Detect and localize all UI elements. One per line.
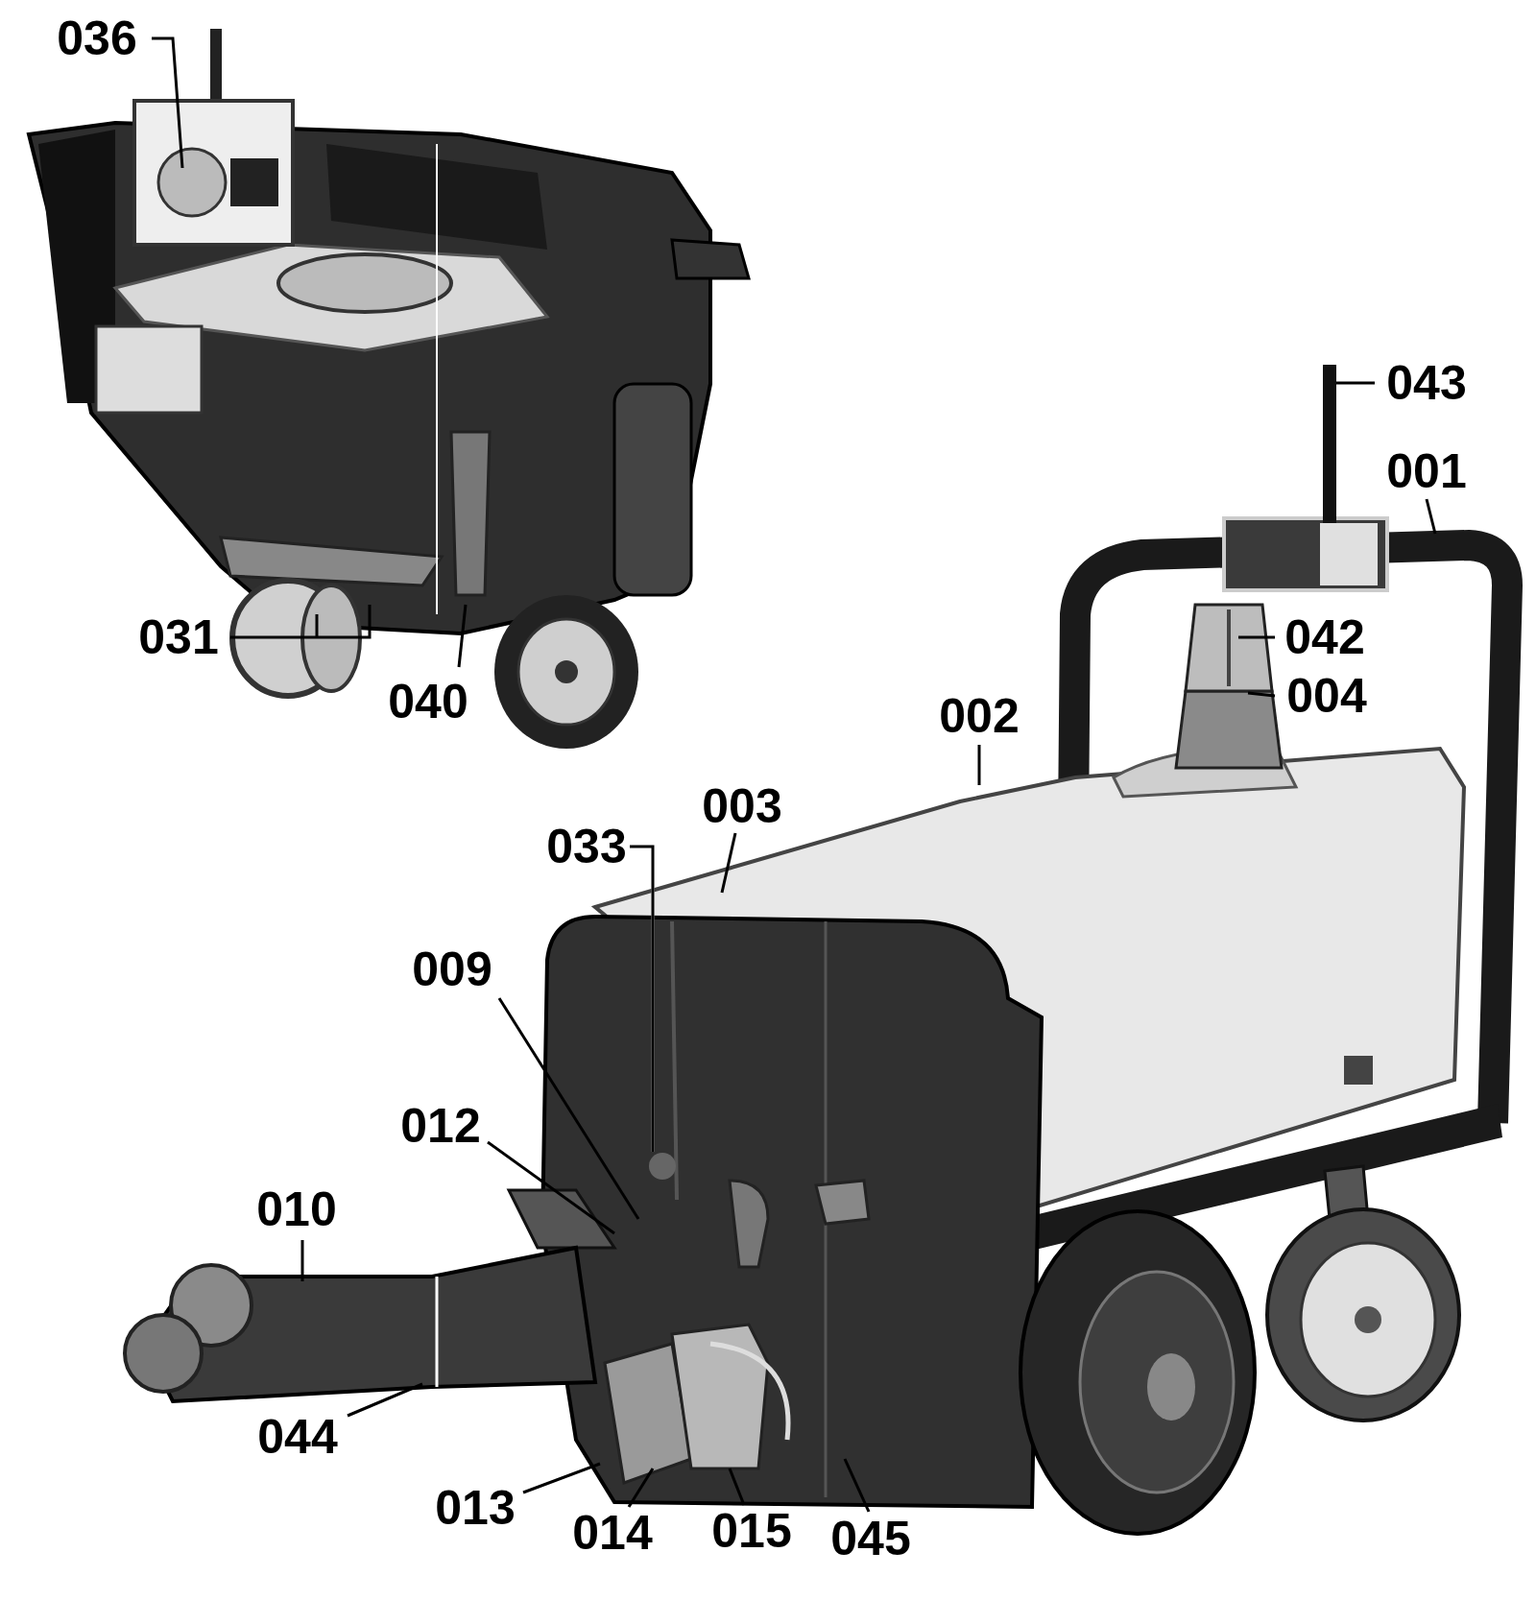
drawing-part bbox=[1426, 499, 1436, 534]
drawing-part bbox=[28, 122, 711, 634]
drawing-part bbox=[1354, 1306, 1382, 1334]
drawing-part bbox=[1185, 604, 1272, 692]
rear-view-machine bbox=[28, 28, 749, 749]
drawing-part bbox=[347, 1384, 423, 1416]
drawing-part bbox=[629, 846, 653, 1152]
drawing-part bbox=[672, 240, 749, 279]
callout-number: 013 bbox=[432, 1484, 518, 1533]
drawing-part bbox=[301, 1240, 305, 1282]
drawing-part bbox=[96, 326, 202, 413]
drawing-part bbox=[220, 537, 442, 586]
drawing-part bbox=[1267, 1209, 1460, 1421]
drawing-part bbox=[1336, 382, 1375, 385]
callout-number: 015 bbox=[708, 1507, 794, 1556]
drawing-part bbox=[1176, 691, 1282, 768]
drawing-part bbox=[144, 1248, 596, 1402]
callout-number: 036 bbox=[53, 14, 140, 63]
drawing-part bbox=[230, 158, 279, 207]
leader-lines bbox=[151, 38, 1436, 1512]
drawing-part bbox=[1224, 518, 1388, 591]
drawing-part bbox=[158, 148, 226, 216]
drawing-part bbox=[435, 144, 438, 615]
drawing-part bbox=[1238, 636, 1275, 640]
drawing-part bbox=[628, 1468, 653, 1508]
callout-number: 044 bbox=[254, 1413, 340, 1462]
drawing-part bbox=[1248, 693, 1275, 696]
drawing-part bbox=[729, 1180, 768, 1268]
drawing-part bbox=[1020, 1211, 1255, 1535]
drawing-part bbox=[1344, 1056, 1373, 1085]
drawing-part bbox=[1226, 609, 1231, 687]
drawing-part bbox=[554, 660, 578, 684]
drawing-part bbox=[315, 614, 319, 638]
drawing-part bbox=[721, 833, 736, 893]
callout-number: 043 bbox=[1383, 359, 1469, 408]
front-view-machine bbox=[124, 364, 1508, 1535]
drawing-part bbox=[435, 1276, 439, 1388]
drawing-part bbox=[487, 1142, 615, 1234]
drawing-part bbox=[230, 604, 370, 638]
drawing-part bbox=[729, 1468, 744, 1506]
drawing-part bbox=[978, 744, 982, 786]
callout-number: 042 bbox=[1281, 613, 1368, 662]
drawing-part bbox=[710, 1344, 789, 1440]
callout-number: 045 bbox=[827, 1514, 913, 1563]
callout-number: 012 bbox=[397, 1102, 483, 1151]
drawing-part bbox=[1147, 1353, 1196, 1421]
drawing-part bbox=[1320, 523, 1378, 586]
callout-number: 033 bbox=[543, 822, 629, 871]
drawing-part bbox=[542, 916, 1042, 1508]
callout-number: 010 bbox=[253, 1185, 339, 1234]
callout-number: 009 bbox=[408, 945, 495, 994]
drawing-part bbox=[494, 595, 639, 749]
drawing-part bbox=[499, 998, 639, 1220]
drawing-part bbox=[844, 1459, 869, 1512]
callout-number: 004 bbox=[1283, 672, 1369, 720]
drawing-part bbox=[1322, 364, 1337, 524]
drawing-part bbox=[508, 1190, 615, 1248]
callout-number: 003 bbox=[698, 782, 785, 831]
callout-number: 040 bbox=[384, 677, 471, 726]
drawing-part bbox=[816, 1180, 869, 1224]
drawing-part bbox=[124, 1315, 202, 1392]
drawing-part bbox=[1300, 1243, 1436, 1397]
drawing-part bbox=[458, 604, 466, 668]
callout-number: 001 bbox=[1383, 447, 1469, 496]
drawing-part bbox=[523, 1464, 600, 1493]
drawing-part bbox=[518, 619, 615, 725]
callout-number: 031 bbox=[135, 613, 221, 662]
drawing-part bbox=[614, 384, 692, 596]
drawing-part bbox=[278, 254, 452, 312]
drawing-part bbox=[151, 38, 183, 168]
drawing-part bbox=[648, 1152, 676, 1180]
drawing-part bbox=[134, 100, 293, 245]
callout-number: 002 bbox=[936, 692, 1022, 741]
drawing-part bbox=[1080, 1272, 1234, 1493]
callout-number: 014 bbox=[569, 1509, 655, 1558]
drawing-part bbox=[451, 432, 490, 596]
